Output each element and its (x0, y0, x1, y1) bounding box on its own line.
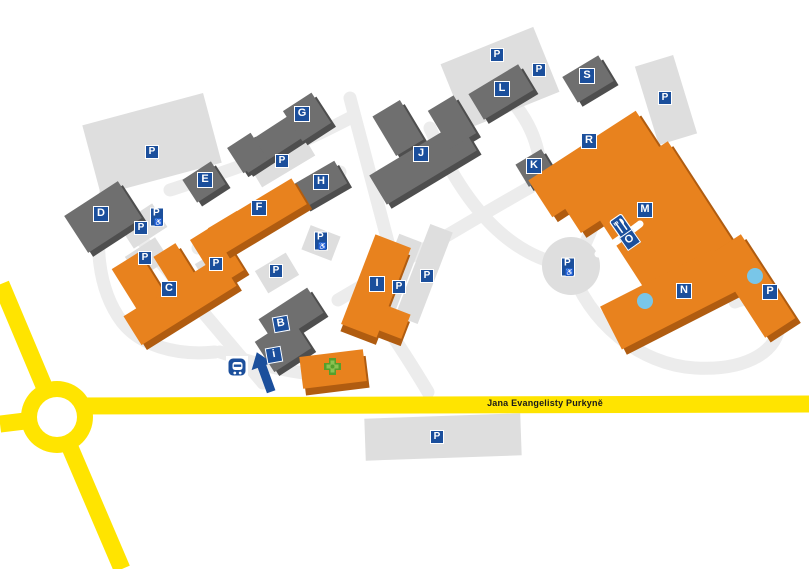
parking-circle (542, 237, 600, 295)
parking-lot-northwest (82, 93, 222, 195)
road-main (61, 395, 809, 415)
bus-stop-icon (226, 356, 248, 378)
building-s (562, 55, 619, 107)
buildings-primary (111, 110, 801, 396)
road-name: Jana Evangelisty Purkyně (487, 398, 603, 408)
parking-patch-4 (301, 225, 341, 261)
entrance-dot (747, 268, 763, 284)
entrance-dot (637, 293, 653, 309)
entrance-dots (637, 268, 763, 309)
roundabout (21, 381, 93, 453)
parking-lot-south (364, 413, 522, 461)
parking-patch-6 (254, 252, 300, 294)
building-n (600, 248, 741, 355)
building-r (528, 110, 666, 223)
building-f (207, 178, 313, 259)
building-c (111, 224, 250, 350)
pharmacy-cross-icon (324, 358, 341, 375)
building-p-wing (710, 234, 801, 343)
